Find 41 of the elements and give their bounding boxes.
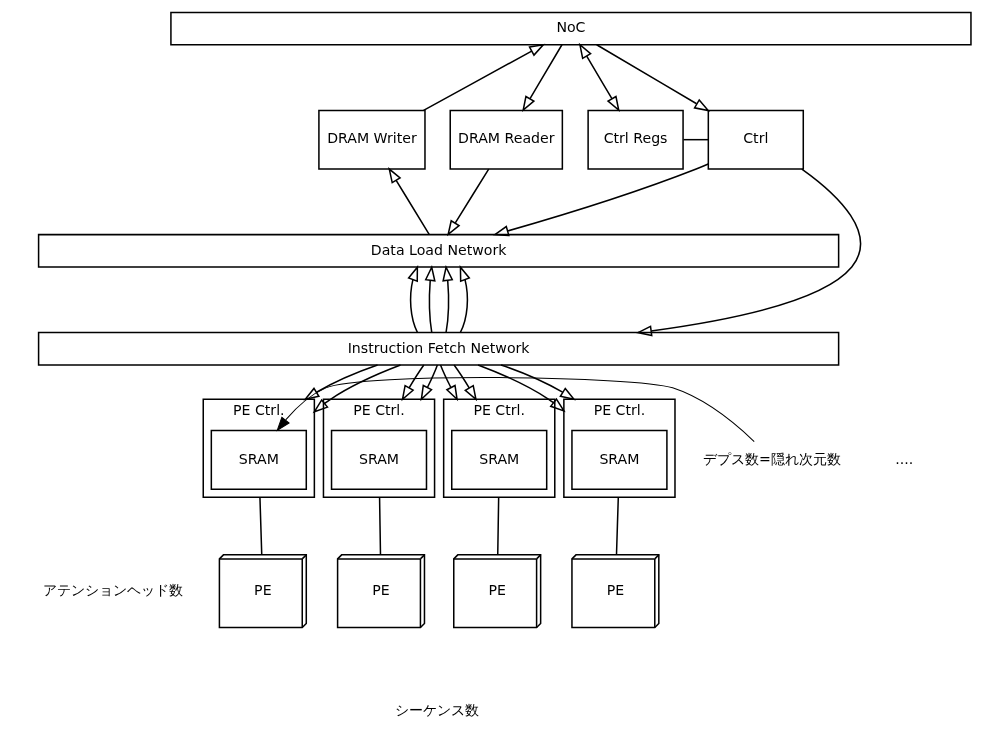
- node-box: Data Load Network: [37, 233, 840, 268]
- connector: [682, 138, 709, 141]
- arrow: [401, 364, 425, 402]
- arrow: [578, 42, 620, 113]
- label: アテンションヘッド数: [43, 581, 184, 598]
- arrow: [522, 44, 563, 113]
- arrow: [595, 44, 711, 112]
- arrow: [276, 377, 755, 443]
- node-box: SRAM: [571, 429, 668, 490]
- arrow: [388, 167, 430, 236]
- arrow: [407, 265, 419, 334]
- arrow: [635, 168, 862, 337]
- node-box: Ctrl Regs: [587, 109, 684, 170]
- arrow: [459, 265, 471, 334]
- arrow: [424, 264, 436, 334]
- connector: [497, 496, 500, 556]
- arrow: [442, 264, 454, 334]
- arrow: [422, 43, 546, 112]
- arrow: [453, 364, 478, 402]
- arrow: [420, 364, 439, 402]
- arrow: [477, 364, 566, 413]
- arrow: [439, 364, 459, 402]
- connector: [615, 496, 620, 556]
- node-box: SRAM: [210, 429, 308, 490]
- node-text: デプス数=隠れ次元数: [703, 450, 841, 467]
- node-box: SRAM: [451, 429, 548, 490]
- node-box: DRAM Writer: [318, 109, 426, 170]
- node-box: DRAM Reader: [449, 109, 564, 170]
- node-box: NoC: [170, 11, 972, 46]
- node-box: SRAM: [330, 429, 428, 490]
- label: ....: [895, 450, 914, 467]
- arrow: [303, 364, 379, 401]
- node-box: Instruction Fetch Network: [37, 331, 840, 366]
- label: シーケンス数: [394, 702, 479, 719]
- arrow: [500, 364, 576, 401]
- node-box: Ctrl: [707, 109, 805, 170]
- arrow: [447, 168, 490, 237]
- arrow: [492, 163, 709, 237]
- connector: [378, 496, 382, 556]
- connector: [259, 496, 263, 556]
- arrow: [312, 364, 402, 414]
